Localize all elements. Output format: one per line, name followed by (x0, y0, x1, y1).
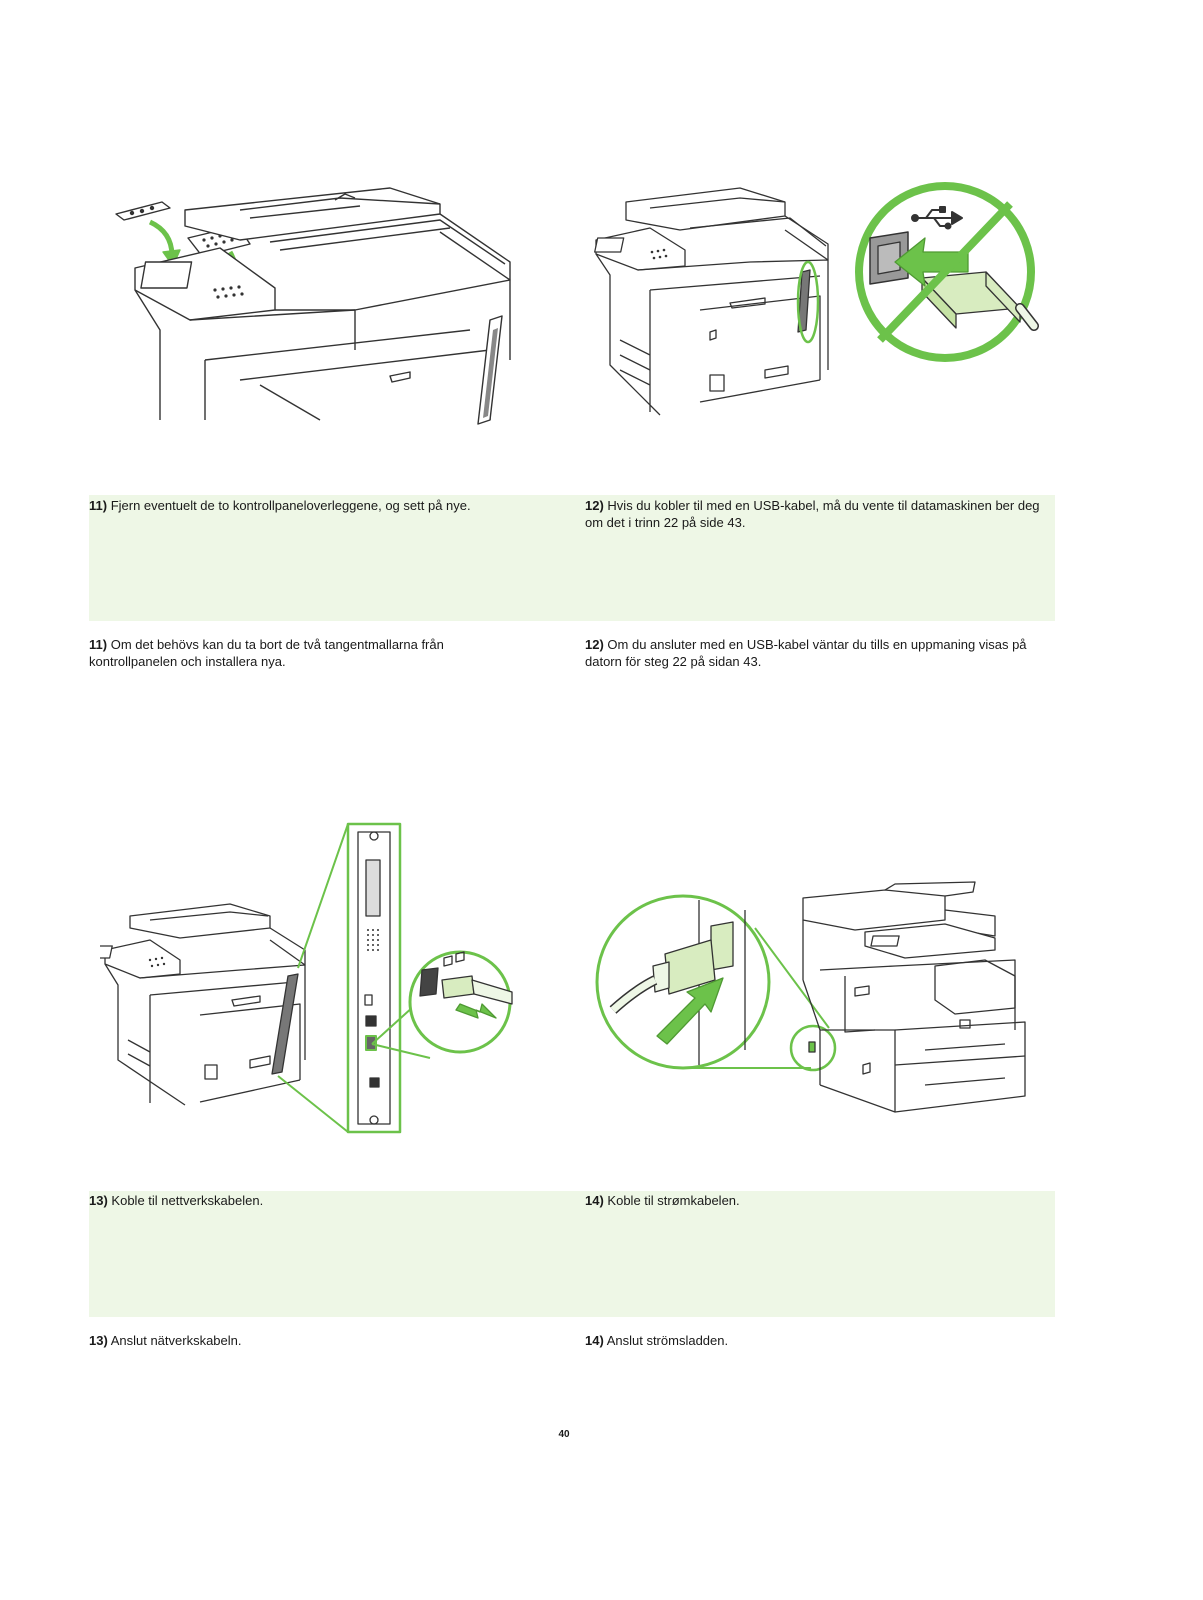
step-text: Koble til strømkabelen. (607, 1193, 740, 1208)
illustration-control-panel-overlays (110, 180, 530, 430)
step-text: Om du ansluter med en USB-kabel väntar d… (585, 637, 1027, 669)
step-text: Anslut nätverkskabeln. (110, 1333, 242, 1348)
step-number: 12) (585, 498, 604, 513)
step-text: Om det behövs kan du ta bort de två tang… (89, 637, 444, 669)
norwegian-band-row1 (89, 495, 1055, 621)
step-text: Hvis du kobler til med en USB-kabel, må … (585, 498, 1040, 530)
step-number: 11) (89, 637, 108, 652)
step-13-swedish: 13) Anslut nätverkskabeln. (89, 1332, 559, 1349)
step-text: Anslut strömsladden. (606, 1333, 729, 1348)
step-number: 14) (585, 1333, 604, 1348)
step-text: Fjern eventuelt de to kontrollpaneloverl… (110, 498, 471, 513)
step-number: 14) (585, 1193, 604, 1208)
step-number: 13) (89, 1333, 108, 1348)
step-11-swedish: 11) Om det behövs kan du ta bort de två … (89, 636, 519, 670)
step-12-swedish: 12) Om du ansluter med en USB-kabel vänt… (585, 636, 1053, 670)
usb-icon (911, 206, 963, 230)
step-14-norwegian: 14) Koble til strømkabelen. (585, 1192, 1053, 1209)
illustration-power-cable (595, 880, 1035, 1120)
illustration-network-cable (100, 820, 520, 1140)
norwegian-band-row2 (89, 1191, 1055, 1317)
step-number: 12) (585, 637, 604, 652)
page-number: 40 (558, 1429, 570, 1440)
prohibited-icon (855, 182, 1039, 362)
step-13-norwegian: 13) Koble til nettverkskabelen. (89, 1192, 559, 1209)
step-text: Koble til nettverkskabelen. (111, 1193, 264, 1208)
step-12-norwegian: 12) Hvis du kobler til med en USB-kabel,… (585, 497, 1053, 531)
illustration-usb-wait (590, 180, 1050, 430)
step-14-swedish: 14) Anslut strömsladden. (585, 1332, 1053, 1349)
step-number: 11) (89, 498, 108, 513)
step-number: 13) (89, 1193, 108, 1208)
step-11-norwegian: 11) Fjern eventuelt de to kontrollpanelo… (89, 497, 559, 514)
